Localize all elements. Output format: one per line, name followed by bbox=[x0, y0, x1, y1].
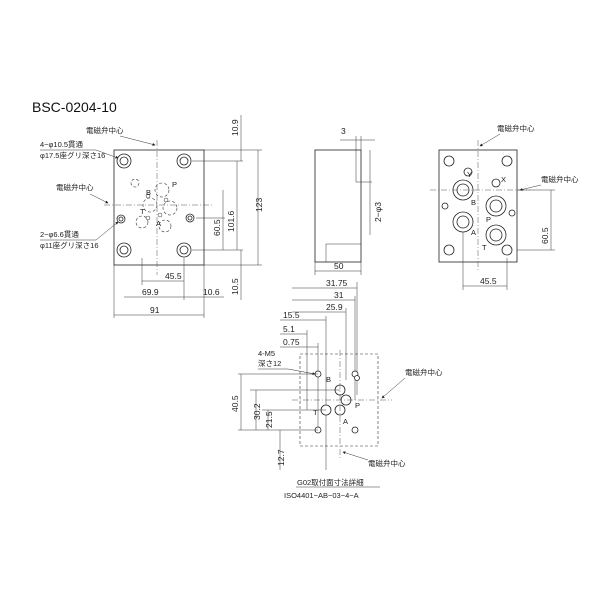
front-dim-10-5: 10.5 bbox=[230, 278, 240, 295]
side-dim-2-phi3: 2−φ3 bbox=[373, 202, 383, 222]
right-port-x bbox=[491, 178, 501, 188]
right-port-y bbox=[463, 167, 473, 177]
detail-center-label-right: 電磁弁中心 bbox=[405, 367, 443, 377]
detail-dim-5-1: 5.1 bbox=[283, 324, 295, 334]
detail-port-p-label: P bbox=[355, 401, 360, 410]
detail-port-b-label: B bbox=[326, 375, 331, 384]
mount-hole-bl-inner bbox=[119, 245, 129, 255]
detail-m5-line2: 深さ12 bbox=[258, 359, 281, 368]
right-port-b-label: B bbox=[471, 198, 476, 207]
front-dim-69-9: 69.9 bbox=[142, 287, 159, 297]
front-center-top-leader bbox=[119, 135, 156, 146]
detail-dim-31: 31 bbox=[334, 290, 344, 300]
front-view: P B A T 4−φ10.5貫通 φ17.5座グリ深さ16 2−φ6.6貫通 … bbox=[40, 115, 264, 318]
detail-dim-25-9: 25.9 bbox=[326, 302, 343, 312]
detail-caption-standard: ISO4401−AB−03−4−A bbox=[284, 491, 359, 500]
callout-small-leader bbox=[95, 221, 119, 241]
front-dim-10-6: 10.6 bbox=[203, 287, 220, 297]
side-dim-50: 50 bbox=[334, 261, 344, 271]
detail-center-bottom-leader bbox=[342, 451, 369, 461]
bolt-mark-4 bbox=[157, 212, 163, 218]
front-port-t: T bbox=[140, 207, 145, 216]
detail-port-a-label: A bbox=[343, 417, 348, 426]
front-dim-45-5: 45.5 bbox=[165, 271, 182, 281]
right-port-p-label: P bbox=[486, 215, 491, 224]
callout-big-leader bbox=[95, 149, 119, 159]
right-pin-left bbox=[441, 202, 449, 210]
right-view: Y X B P A T 電磁弁中心 電磁弁中心 60.5 45.5 bbox=[430, 123, 579, 290]
detail-dim-0-75: 0.75 bbox=[283, 337, 300, 347]
detail-pin-right bbox=[354, 375, 360, 381]
mount-hole-tl-inner bbox=[119, 156, 129, 166]
front-dim-91: 91 bbox=[150, 305, 160, 315]
bolt-mark-1 bbox=[145, 193, 151, 199]
right-dim-60-5: 60.5 bbox=[540, 227, 550, 244]
callout-big-line1: 4−φ10.5貫通 bbox=[40, 139, 84, 149]
detail-dim-12-7: 12.7 bbox=[276, 449, 286, 466]
detail-dim-30-2: 30.2 bbox=[252, 403, 262, 420]
front-center-label-top: 電磁弁中心 bbox=[86, 125, 124, 135]
right-center-right-leader bbox=[519, 184, 542, 191]
right-hole-br bbox=[501, 244, 513, 256]
right-hole-bl bbox=[443, 244, 455, 256]
front-port-a: A bbox=[156, 219, 161, 228]
detail-view: 31.75 31 25.9 15.5 5.1 0.75 B P T A bbox=[230, 278, 443, 500]
callout-big-line2: φ17.5座グリ深さ16 bbox=[40, 150, 105, 160]
callout-small-line2: φ11座グリ深さ16 bbox=[40, 240, 99, 250]
right-port-a-inner bbox=[456, 215, 470, 229]
detail-dim-15-5: 15.5 bbox=[283, 310, 300, 320]
callout-small-line1: 2−φ6.6貫通 bbox=[40, 229, 79, 239]
port-circle-5 bbox=[158, 219, 172, 233]
front-dim-101-6: 101.6 bbox=[226, 210, 236, 232]
drawing-title: BSC-0204-10 bbox=[32, 99, 117, 115]
detail-m5-hole-4 bbox=[351, 426, 359, 434]
detail-center-right-leader bbox=[381, 377, 406, 399]
right-pin-right bbox=[508, 209, 516, 217]
front-port-p: P bbox=[172, 180, 177, 189]
right-port-p-inner bbox=[489, 199, 503, 213]
side-hole-right-inner bbox=[187, 215, 193, 221]
right-port-t-inner bbox=[489, 228, 503, 242]
mount-hole-br-inner bbox=[179, 245, 189, 255]
right-dim-45-5: 45.5 bbox=[480, 276, 497, 286]
side-body-outline bbox=[314, 149, 362, 263]
side-dim-3: 3 bbox=[341, 126, 346, 136]
right-port-t-label: T bbox=[482, 243, 487, 252]
front-port-b: B bbox=[146, 188, 151, 197]
detail-caption-title: G02取付面寸法詳細 bbox=[297, 477, 364, 487]
detail-m5-leader bbox=[287, 368, 316, 376]
right-center-top-leader bbox=[479, 133, 501, 147]
side-view: 3 2−φ3 50 bbox=[314, 126, 383, 275]
detail-dim-40-5: 40.5 bbox=[230, 395, 240, 412]
mount-hole-tr-inner bbox=[179, 156, 189, 166]
right-center-label-right: 電磁弁中心 bbox=[541, 174, 579, 184]
port-circle-1 bbox=[154, 182, 170, 198]
port-circle-3 bbox=[162, 200, 178, 216]
right-hole-tr bbox=[501, 155, 513, 167]
side-hole-left-inner bbox=[118, 216, 124, 222]
detail-dim-21-5: 21.5 bbox=[264, 411, 274, 428]
right-port-a-label: A bbox=[471, 228, 476, 237]
bolt-mark-2 bbox=[163, 197, 169, 203]
detail-port-t-label: T bbox=[313, 408, 318, 417]
right-port-x-label: X bbox=[501, 175, 506, 184]
front-center-left-leader bbox=[89, 193, 109, 204]
port-circle-6 bbox=[130, 178, 140, 188]
detail-m5-line1: 4-M5 bbox=[258, 349, 275, 358]
right-port-y-label: Y bbox=[467, 170, 472, 179]
front-body-outline bbox=[113, 149, 205, 266]
front-dim-123: 123 bbox=[254, 198, 264, 212]
front-dim-10-9: 10.9 bbox=[230, 119, 240, 136]
bolt-mark-3 bbox=[145, 215, 151, 221]
detail-center-label-bottom: 電磁弁中心 bbox=[368, 458, 406, 468]
right-center-label-top: 電磁弁中心 bbox=[497, 123, 535, 133]
front-dim-60-5: 60.5 bbox=[212, 219, 222, 236]
detail-dim-31-75: 31.75 bbox=[326, 278, 348, 288]
front-center-label-left: 電磁弁中心 bbox=[56, 182, 94, 192]
port-circle-4 bbox=[135, 215, 149, 229]
right-hole-tl bbox=[443, 155, 455, 167]
